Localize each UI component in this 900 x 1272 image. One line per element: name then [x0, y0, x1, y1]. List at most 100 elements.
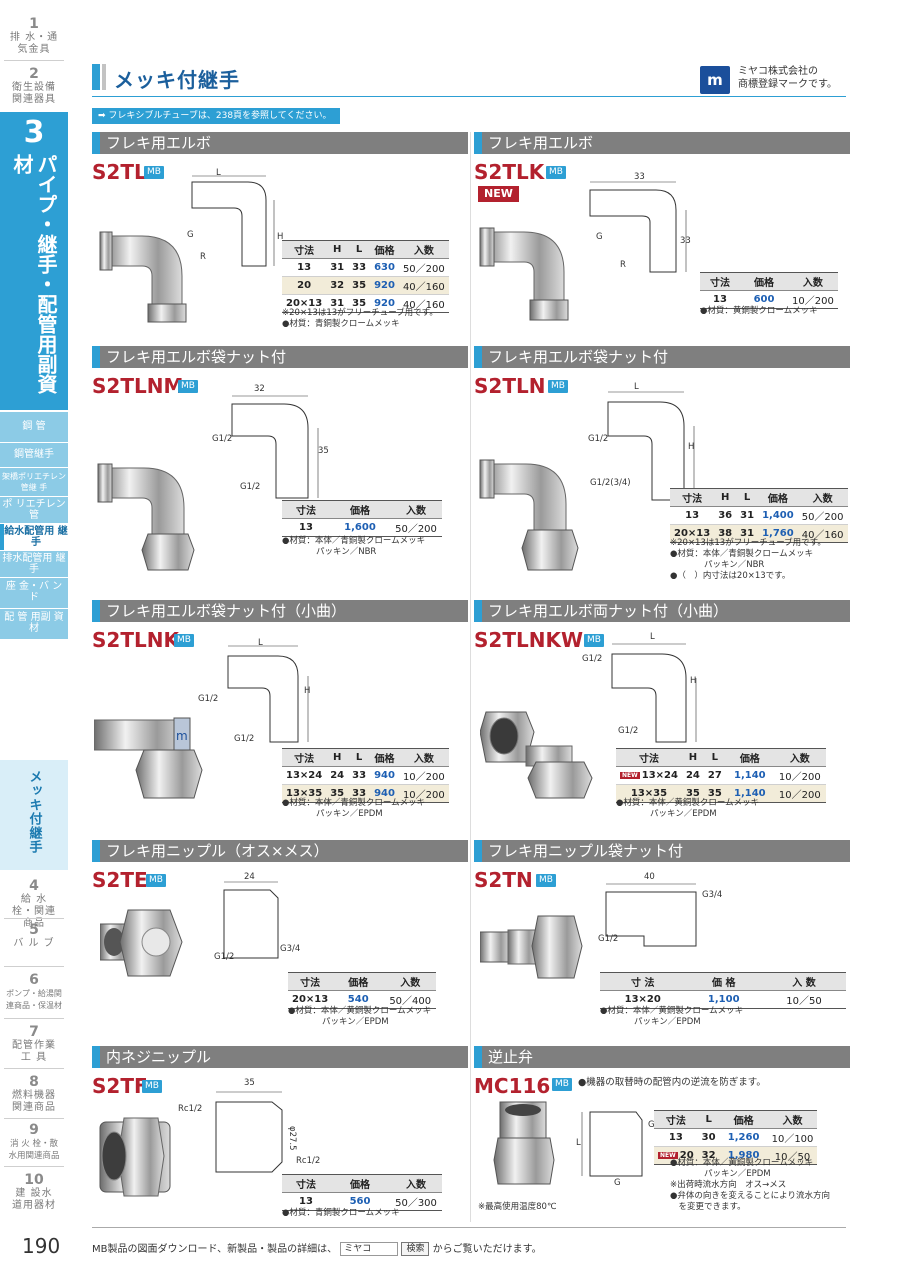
- material-notes: ※20×13は13がフリーチューブ用です。 ●材質：青銅製クロームメッキ: [282, 308, 438, 330]
- mb-badge[interactable]: MB: [546, 166, 566, 179]
- cell-qty: 10／200: [788, 290, 838, 309]
- elbow-nut-drawing: [227, 645, 309, 743]
- col-header: 入数: [390, 500, 442, 519]
- nav-item-2[interactable]: 2 衛生設備関連器具: [0, 66, 68, 106]
- note-line: ●材質：本体／黄銅製クロームメッキ: [600, 1006, 744, 1016]
- nav-sub-steel-fitting[interactable]: 鋼管継手: [0, 443, 68, 467]
- col-header: 価格: [740, 272, 788, 291]
- note-line: ※出荷時流水方向 オス→メス: [670, 1180, 787, 1190]
- cell-qty: 10／200: [773, 784, 826, 803]
- col-header: L: [703, 748, 726, 767]
- col-header: 入 数: [762, 972, 846, 991]
- note-line: パッキン／NBR: [282, 547, 377, 557]
- dim-G2: G1/2(3/4): [590, 478, 631, 488]
- nav-current-page[interactable]: メッキ付継手: [0, 760, 68, 870]
- elbow-drawing: [191, 175, 275, 267]
- nav-item-number: 10: [24, 1172, 44, 1188]
- mb-badge[interactable]: MB: [584, 634, 604, 647]
- dim-H: H: [277, 232, 284, 242]
- check-valve-drawing: [581, 1111, 643, 1177]
- mb-badge[interactable]: MB: [142, 1080, 162, 1093]
- nav-item-3-active[interactable]: 3 パイプ・継手・配管用副資材: [0, 112, 68, 410]
- nav-divider: [4, 966, 64, 967]
- side-navigation: 1 排 水・通気金具 2 衛生設備関連器具 3 パイプ・継手・配管用副資材 鋼 …: [0, 0, 68, 1272]
- nav-sub-pex-fitting[interactable]: 架橋ポリエチレン管継 手: [0, 468, 68, 496]
- nav-sub-piping-material[interactable]: 配 管 用副 資 材: [0, 609, 68, 639]
- heading-accent: [474, 346, 482, 368]
- col-header: 寸 法: [600, 972, 686, 991]
- dim-G2: G1/2: [240, 482, 261, 492]
- nav-current-label: メッキ付継手: [26, 770, 42, 854]
- nav-sub-label: 架橋ポリエチレン管継 手: [2, 472, 66, 492]
- section-heading-text: フレキ用ニップル袋ナット付: [488, 842, 684, 860]
- cell-h: 35: [681, 784, 704, 803]
- cell-h: 32: [326, 276, 349, 295]
- nav-item-number: 6: [29, 972, 39, 988]
- product-s2tf: 内ネジニップル S2TF MB 35 φ27.5 Rc1/2 Rc1/2 寸法価…: [92, 1046, 468, 1222]
- col-header: 入数: [390, 1174, 442, 1193]
- nav-sub-washer-band[interactable]: 座 金・バ ン ド: [0, 578, 68, 608]
- elbow-nut-photo: [479, 459, 579, 571]
- cell-h: 36: [714, 506, 737, 525]
- note-line: パッキン／NBR: [670, 560, 765, 570]
- dim-G1: G1/2: [588, 434, 609, 444]
- heading-accent: [92, 1046, 100, 1068]
- mb-badge[interactable]: MB: [548, 380, 568, 393]
- elbow-nut-photo: [97, 463, 195, 571]
- cell-l: 35: [348, 276, 371, 295]
- reference-note: ➡ フレキシブルチューブは、238頁を参照してください。: [92, 108, 340, 124]
- mb-badge[interactable]: MB: [146, 874, 166, 887]
- heading-accent: [474, 132, 482, 154]
- nav-sub-drain-fitting[interactable]: 排水配管用 継 手: [0, 551, 68, 577]
- nav-item-number: 2: [29, 66, 39, 82]
- mb-badge[interactable]: MB: [174, 634, 194, 647]
- cell-price: 920: [370, 276, 399, 295]
- nav-item-label: 建 設水道用器材: [12, 1188, 56, 1211]
- title-underline: [92, 96, 846, 97]
- dim-G2: G3/4: [280, 944, 301, 954]
- mb-badge[interactable]: MB: [144, 166, 164, 179]
- nav-sub-steel-pipe[interactable]: 鋼 管: [0, 412, 68, 442]
- dim-R: R: [620, 260, 626, 270]
- note-line: ※20×13は13がフリーチューブ用です。: [282, 308, 438, 318]
- nav-item-label: 衛生設備関連器具: [12, 82, 56, 105]
- search-input[interactable]: ミヤコ: [340, 1242, 399, 1256]
- nav-sub-water-supply-fitting[interactable]: 給水配管用 継 手: [0, 524, 68, 550]
- search-button[interactable]: 検索: [401, 1242, 430, 1256]
- dim-G1: G1/2: [214, 952, 235, 962]
- dim-L: L: [216, 168, 221, 178]
- product-s2te: フレキ用ニップル（オス×メス） S2TE MB 24 G1/2 G3/4 寸法価…: [92, 840, 468, 1030]
- col-header: 寸法: [282, 1174, 330, 1193]
- mb-badge[interactable]: MB: [552, 1078, 572, 1091]
- logo-note-line: 商標登録マークです。: [738, 79, 837, 90]
- cell-h: 38: [714, 524, 737, 543]
- product-code: S2TLNM: [92, 374, 184, 398]
- section-heading: フレキ用エルボ: [474, 132, 850, 154]
- cell-price: 630: [370, 258, 399, 277]
- mb-badge[interactable]: MB: [536, 874, 556, 887]
- product-code: MC116: [474, 1074, 551, 1098]
- nav-item-1[interactable]: 1 排 水・通気金具: [0, 16, 68, 56]
- miyako-logo: m: [700, 66, 730, 94]
- col-header: 寸法: [654, 1110, 698, 1129]
- cell-size: 13: [700, 290, 740, 309]
- dim-G1: G1/2: [212, 434, 233, 444]
- nav-sub-label: 座 金・バ ン ド: [5, 581, 63, 603]
- section-heading: 内ネジニップル: [92, 1046, 468, 1068]
- nav-sub-pe-pipe[interactable]: ポ リエチレン管: [0, 497, 68, 523]
- note-line: ※20×13は13がフリーチューブ用です。: [670, 538, 826, 548]
- mb-badge[interactable]: MB: [178, 380, 198, 393]
